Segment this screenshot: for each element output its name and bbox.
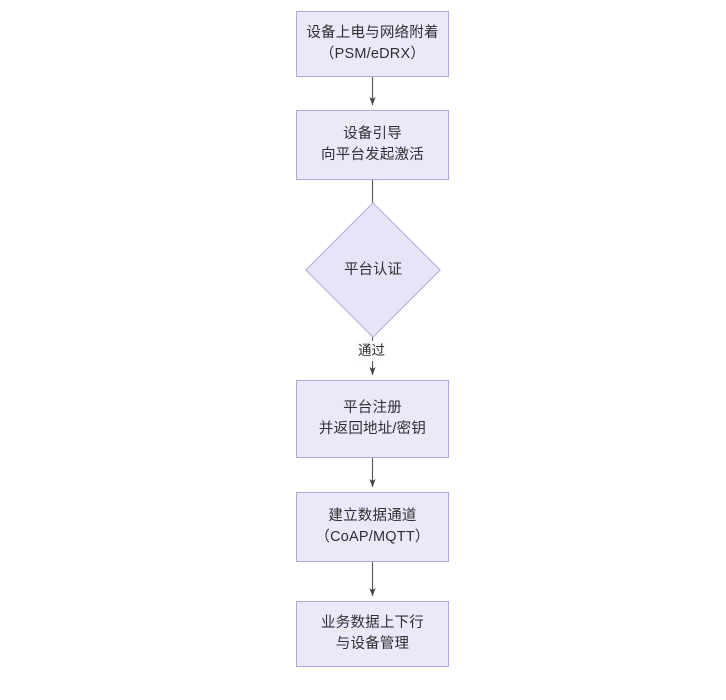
node-device-power-on[interactable]: 设备上电与网络附着 （PSM/eDRX） [296,11,449,77]
node-establish-data-channel[interactable]: 建立数据通道 （CoAP/MQTT） [296,492,449,562]
node-platform-registration[interactable]: 平台注册 并返回地址/密钥 [296,380,449,458]
node-label-line: （PSM/eDRX） [319,46,426,62]
node-label-line: 设备上电与网络附着 [306,25,439,41]
node-label-line: 平台认证 [344,261,402,278]
node-business-data-and-device-management[interactable]: 业务数据上下行 与设备管理 [296,601,449,667]
node-platform-authentication[interactable]: 平台认证 [305,202,441,338]
edge-label-pass: 通过 [355,341,388,361]
node-label-line: 建立数据通道 [328,508,417,524]
node-label-line: （CoAP/MQTT） [315,529,430,545]
node-label-line: 并返回地址/密钥 [318,421,427,437]
node-label-line: 设备引导 [343,126,402,142]
node-label-line: 与设备管理 [335,636,410,652]
node-label-line: 业务数据上下行 [321,615,424,631]
node-label-line: 平台注册 [343,400,402,416]
node-label-line: 向平台发起激活 [321,147,424,163]
node-device-bootstrap[interactable]: 设备引导 向平台发起激活 [296,110,449,180]
